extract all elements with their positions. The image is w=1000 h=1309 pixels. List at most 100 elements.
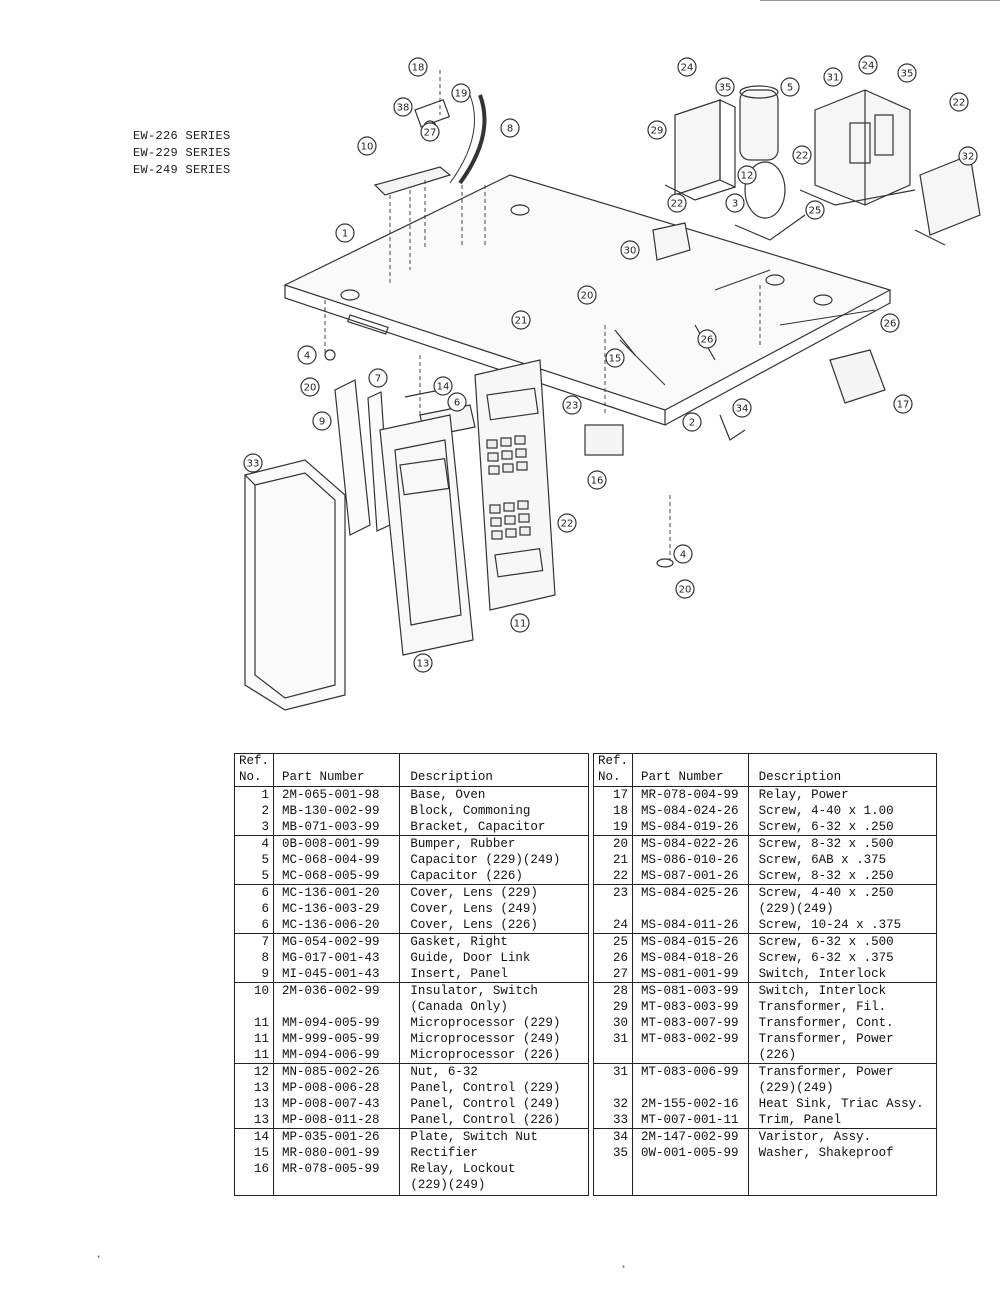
description-cell: Screw, 8-32 x .250 [747,868,937,885]
callout-number: 25 [805,200,825,220]
ref-cell: 9 [261,967,270,981]
description-cell: Switch, Interlock [747,966,937,983]
series-label: EW-226 SERIES [133,129,231,143]
callout-label: 4 [680,550,686,561]
part-number-cell: MC-136-003-29 [273,901,400,917]
ref-cell: 19 [613,820,629,834]
callout-number: 27 [420,122,440,142]
callout-number: 3 [725,193,745,213]
callout-number: 31 [823,67,843,87]
callout-label: 6 [454,398,460,409]
ref-cell: 24 [613,918,629,932]
part-number-cell: MN-085-002-26 [273,1063,400,1080]
callout-number: 22 [949,92,969,112]
callout-number: 18 [408,57,428,77]
ref-cell: 13 [254,1113,270,1127]
callout-label: 22 [561,519,574,530]
scan-speck: · [95,1250,103,1264]
callout-label: 21 [515,316,528,327]
callout-number: 22 [792,145,812,165]
part-number-cell: MP-008-011-28 [273,1112,400,1129]
part-number-cell: MS-086-010-26 [632,852,749,868]
top-edge-line [760,0,1000,1]
callout-number: 20 [577,285,597,305]
callout-label: 19 [455,89,468,100]
ref-cell: 7 [234,933,274,950]
description-cell: (229)(249) [747,901,937,917]
part-number-cell: MS-084-019-26 [632,819,749,836]
callout-label: 5 [787,83,793,94]
callout-number: 6 [447,392,467,412]
series-label: EW-249 SERIES [133,163,231,177]
description-cell: Screw, 6-32 x .250 [747,819,937,836]
description-cell: Screw, 6AB x .375 [747,852,937,868]
ref-cell: 29 [613,1000,629,1014]
ref-cell: 22 [613,869,629,883]
description-cell: Nut, 6-32 [399,1063,589,1080]
ref-cell [594,1080,633,1096]
part-number-cell: MT-083-002-99 [632,1031,749,1047]
ref-cell: 2 [261,804,270,818]
description-cell: Screw, 6-32 x .375 [747,950,937,966]
callout-number: 17 [893,394,913,414]
callout-number: 24 [677,57,697,77]
callout-label: 3 [732,199,738,210]
callout-label: 25 [809,206,822,217]
description-cell: Panel, Control (229) [399,1080,589,1096]
callout-number: 15 [605,348,625,368]
part-number-cell: 0W-001-005-99 [632,1145,749,1161]
ref-cell [594,1047,633,1064]
callout-label: 12 [741,171,754,182]
callout-label: 22 [796,151,809,162]
part-number-cell: MS-087-001-26 [632,868,749,885]
callout-label: 22 [671,199,684,210]
ref-cell: 13 [254,1081,270,1095]
part-number-cell: MS-084-011-26 [632,917,749,934]
series-label: EW-229 SERIES [133,146,231,160]
callout-label: 31 [827,73,840,84]
callout-label: 7 [375,374,381,385]
description-cell: Transformer, Power [747,1031,937,1047]
callout-label: 33 [247,459,260,470]
description-cell: Panel, Control (249) [399,1096,589,1112]
ref-cell: 10 [234,982,274,999]
description-cell: Capacitor (226) [399,868,589,885]
callout-number: 16 [587,470,607,490]
part-number-cell: 0B-008-001-99 [273,835,400,852]
callout-number: 5 [780,77,800,97]
part-number-cell: MR-078-004-99 [632,786,749,803]
description-cell: Transformer, Cont. [747,1015,937,1031]
callout-number: 23 [562,395,582,415]
callout-number: 34 [732,398,752,418]
header-part-number: Part Number [632,770,749,787]
callout-label: 35 [719,83,732,94]
description-cell: Insert, Panel [399,966,589,983]
callout-number: 13 [413,653,433,673]
description-cell: Screw, 4-40 x 1.00 [747,803,937,819]
callout-number: 4 [297,345,317,365]
description-cell: (229)(249) [747,1080,937,1096]
part-number-cell: MT-083-003-99 [632,999,749,1015]
ref-cell: 27 [613,967,629,981]
ref-cell: 26 [613,951,629,965]
part-number-cell: MB-130-002-99 [273,803,400,819]
ref-cell: 31 [593,1063,633,1080]
ref-cell: 20 [593,835,633,852]
callout-number: 32 [958,146,978,166]
callout-label: 1 [342,229,348,240]
callout-label: 38 [397,103,410,114]
